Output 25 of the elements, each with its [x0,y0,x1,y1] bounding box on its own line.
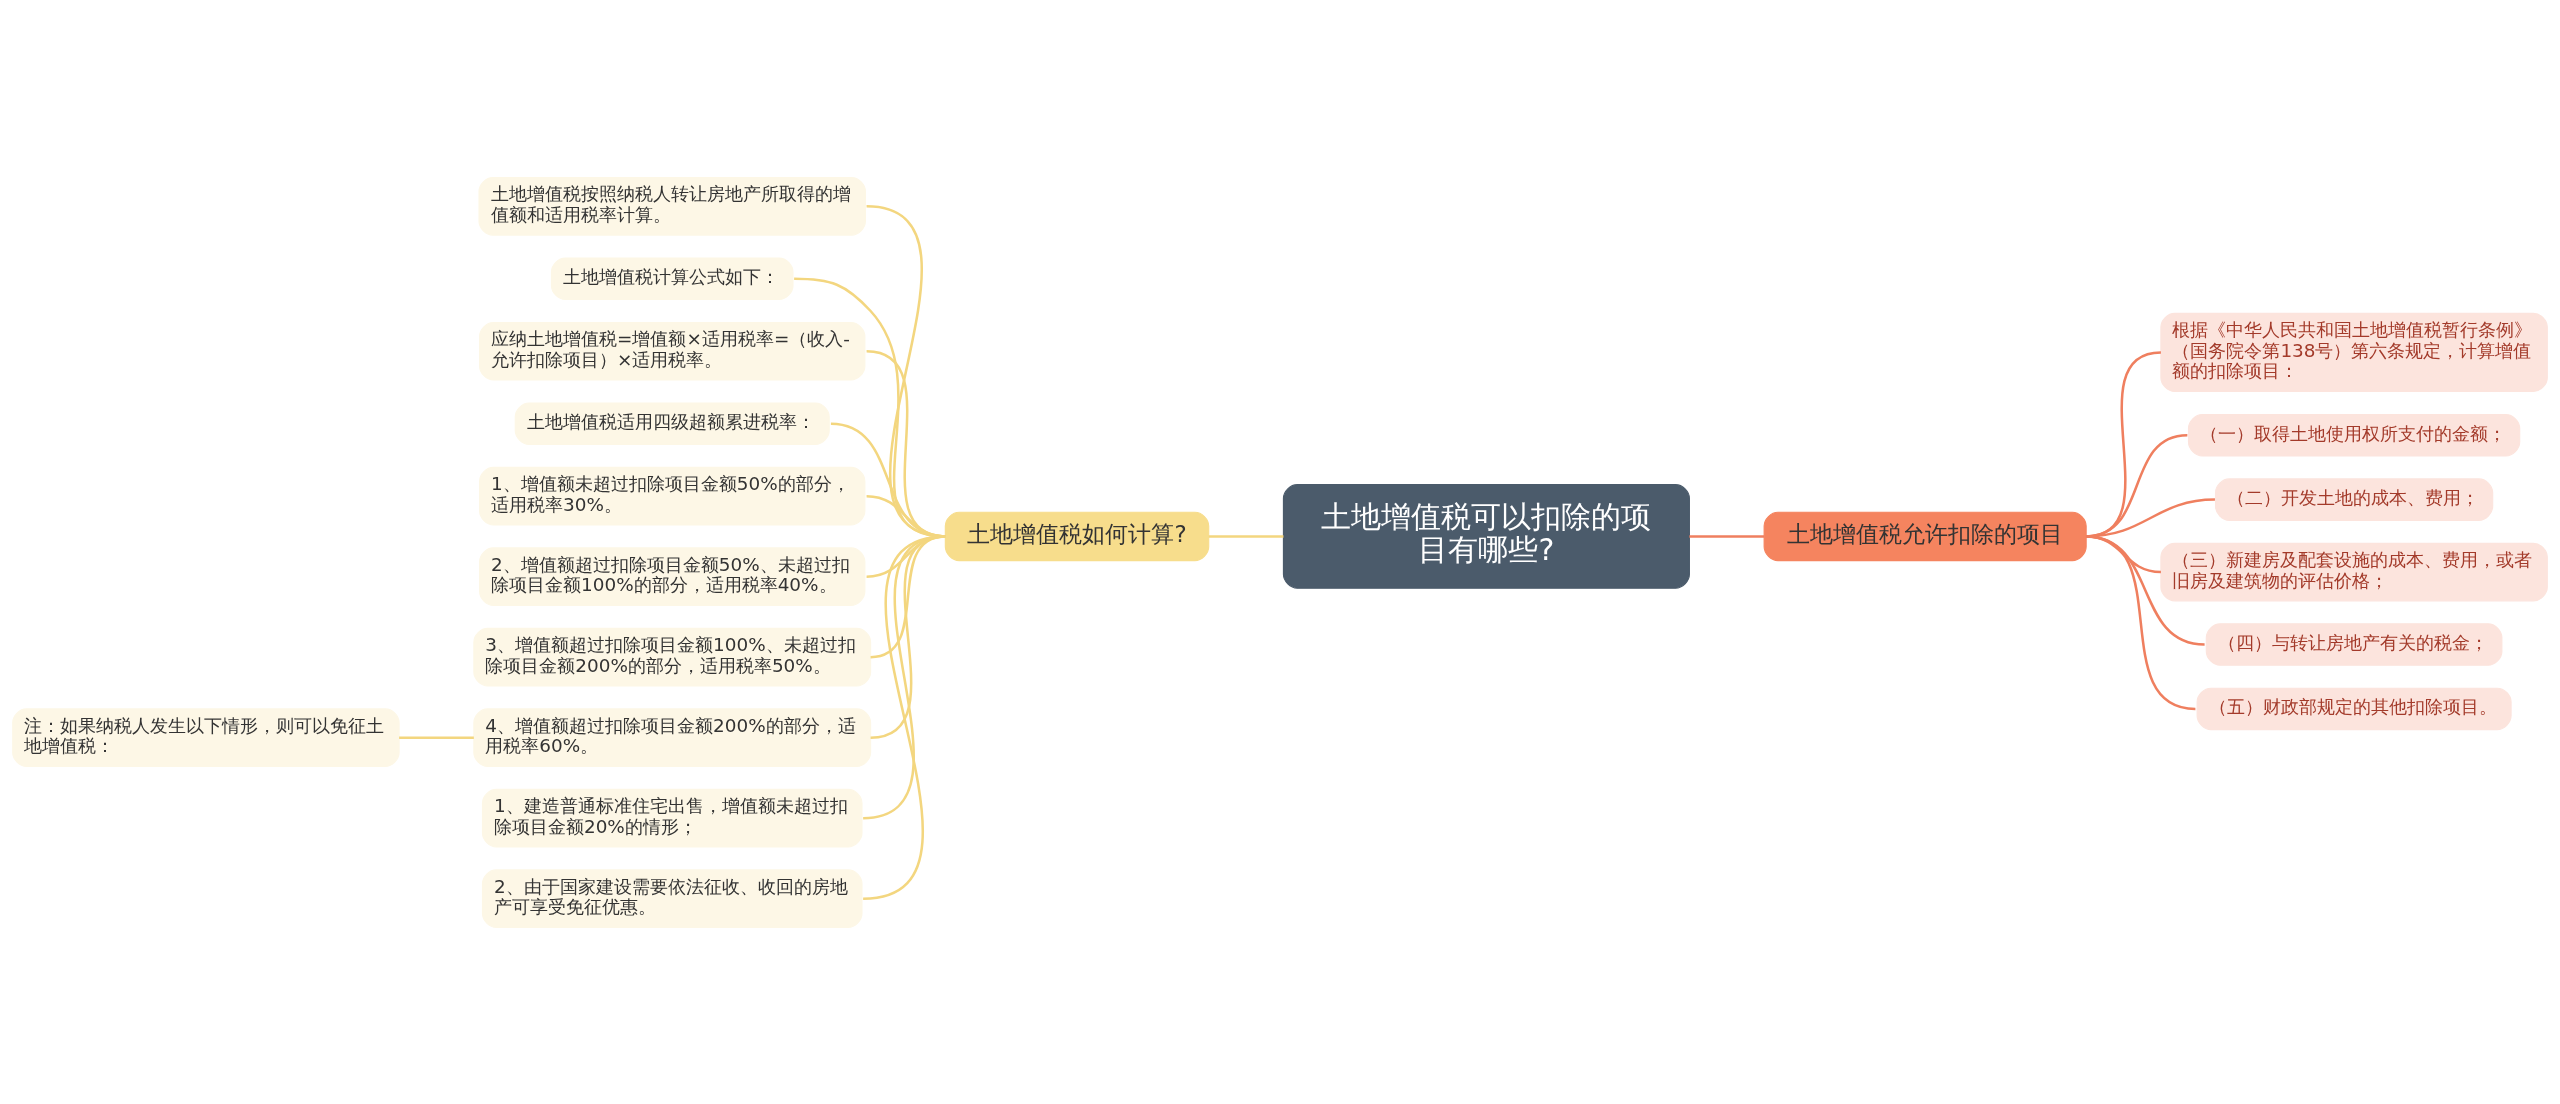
node-box: 1、增值额未超过扣除项目金额50%的部分，适用税率30%。 [479,466,866,525]
node-box: 土地增值税计算公式如下： [550,257,794,300]
connector [1208,534,1284,538]
node-box: 土地增值税按照纳税人转让房地产所取得的增值额和适用税率计算。 [478,176,866,236]
node-box: 应纳土地增值税=增值额×适用税率=（收入-允许扣除项目）×适用税率。 [479,321,866,381]
node-box: 4、增值额超过扣除项目金额200%的部分，适用税率60%。 [473,707,872,767]
node-box: 土地增值税适用四级超额累进税率： [514,401,830,445]
node-box: 根据《中华人民共和国土地增值税暂行条例》（国务院令第138号）第六条规定，计算增值额的扣除项目： [2160,312,2548,392]
node-box: （三）新建房及配套设施的成本、费用，或者旧房及建筑物的评估价格； [2160,542,2548,601]
node-box: 土地增值税如何计算? [944,511,1210,561]
node-box: （二）开发土地的成本、费用； [2214,477,2494,521]
node-box: 2、由于国家建设需要依法征收、收回的房地产可享受免征优惠。 [481,868,863,928]
node-box: 土地增值税允许扣除的项目 [1763,511,2087,561]
node-box: 土地增值税可以扣除的项目有哪些? [1282,483,1690,589]
node-box: 1、建造普通标准住宅出售，增值额未超过扣除项目金额20%的情形； [481,788,863,847]
node-box: （四）与转让房地产有关的税金； [2205,622,2503,666]
connector [862,534,946,900]
node-box: 注：如果纳税人发生以下情形，则可以免征土地增值税： [12,707,400,767]
node-box: （五）财政部规定的其他扣除项目。 [2196,687,2512,730]
connector [2085,534,2196,710]
connector [1689,534,1765,538]
connector [399,735,474,739]
node-box: 3、增值额超过扣除项目金额100%、未超过扣除项目金额200%的部分，适用税率50%。 [473,627,872,686]
node-box: 2、增值额超过扣除项目金额50%、未超过扣除项目金额100%的部分，适用税率40%。 [479,546,866,606]
node-box: （一）取得土地使用权所支付的金额； [2187,413,2521,456]
